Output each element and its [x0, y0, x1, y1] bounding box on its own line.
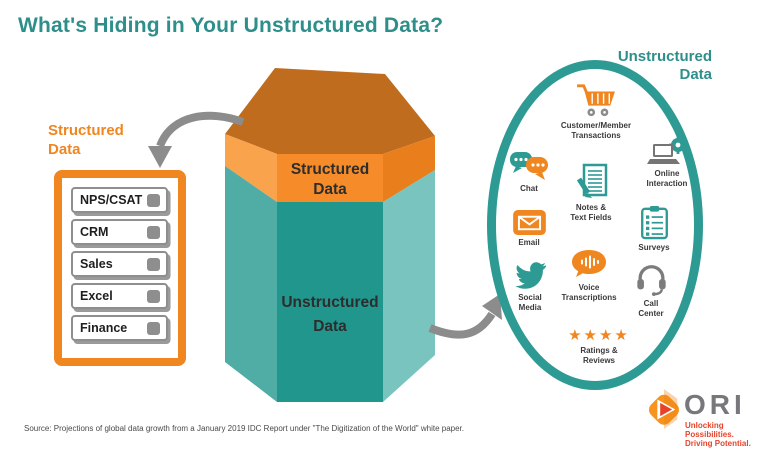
source-label: Customer/Member Transactions: [560, 121, 632, 140]
source-label: Voice Transcriptions: [561, 283, 617, 302]
arrow-to-unstructured-oval: [428, 311, 496, 339]
hexagon-teal-front-face: [277, 202, 383, 402]
source-label: Online Interaction: [646, 169, 688, 188]
table-row: Sales: [71, 251, 168, 277]
table-row: Excel: [71, 283, 168, 309]
ori-tagline-line2: Driving Potential.: [685, 439, 751, 449]
source-item: Email: [494, 210, 564, 248]
ori-tagline: Unlocking Possibilities. Driving Potenti…: [685, 421, 768, 449]
source-item: Notes & Text Fields: [551, 163, 631, 222]
row-handle-icon: [147, 225, 160, 239]
source-item: Chat: [489, 150, 569, 194]
row-handle-icon: [147, 321, 160, 335]
stars-icon: ★★★★: [568, 327, 630, 344]
source-item: Online Interaction: [626, 136, 708, 188]
table-row: Finance: [71, 315, 168, 341]
voice-bubble-icon: [572, 250, 606, 277]
ori-tagline-line1: Unlocking Possibilities.: [685, 421, 734, 440]
source-item: Customer/Member Transactions: [550, 82, 642, 140]
chat-icon: [510, 152, 548, 180]
row-label: NPS/CSAT: [80, 193, 143, 207]
structured-data-label: Structured Data: [48, 122, 124, 160]
ori-logo-text: ORI: [684, 389, 746, 420]
hexagon-teal-right-face: [383, 170, 435, 402]
row-handle-icon: [147, 289, 160, 303]
structured-data-label-line1: Structured: [48, 122, 124, 139]
source-label: Notes & Text Fields: [570, 203, 612, 222]
unstructured-data-label-line1: Unstructured: [617, 48, 712, 65]
source-label: Social Media: [518, 293, 542, 312]
source-item: Social Media: [495, 262, 565, 312]
surveys-icon: [640, 206, 668, 240]
source-label: Ratings & Reviews: [580, 346, 618, 365]
source-label: Email: [518, 238, 540, 247]
table-row: NPS/CSAT: [71, 187, 168, 213]
row-handle-icon: [147, 193, 160, 207]
source-item: ★★★★ Ratings & Reviews: [557, 328, 641, 365]
page-title: What's Hiding in Your Unstructured Data?: [18, 14, 444, 37]
email-icon: [512, 210, 546, 235]
hexagon-structured-label-line1: Structured: [291, 161, 369, 178]
row-handle-icon: [147, 257, 160, 271]
cart-icon: [577, 84, 615, 117]
hexagon-structured-label-line2: Data: [313, 181, 347, 198]
source-label: Chat: [520, 184, 538, 193]
structured-data-box: NPS/CSAT CRM Sales Excel Finance: [54, 170, 186, 366]
table-row: CRM: [71, 219, 168, 245]
laptop-icon: [647, 136, 687, 164]
unstructured-data-label-line2: Data: [679, 66, 712, 83]
row-label: Finance: [80, 321, 128, 335]
hexagon-prism: Structured Data Unstructured Data: [225, 68, 435, 402]
twitter-bird-icon: [515, 262, 546, 289]
headset-icon: [636, 265, 666, 296]
source-footnote: Source: Projections of global data growt…: [24, 424, 464, 433]
hexagon-unstructured-label-line1: Unstructured: [281, 294, 378, 311]
unstructured-data-oval: [487, 60, 703, 390]
row-label: Excel: [80, 289, 113, 303]
structured-data-label-line2: Data: [48, 140, 81, 158]
source-label: Surveys: [638, 243, 670, 252]
hexagon-unstructured-label-line2: Data: [313, 318, 347, 335]
hexagon-teal-left-face: [225, 166, 277, 402]
source-item: Voice Transcriptions: [549, 249, 629, 302]
source-item: Call Center: [619, 262, 683, 318]
unstructured-data-label: Unstructured Data: [600, 48, 712, 84]
arrowhead-down-icon: [148, 146, 172, 168]
hexagon-top-face: [225, 68, 435, 154]
row-label: CRM: [80, 225, 109, 239]
hexagon-orange-left-face: [225, 134, 277, 202]
hexagon-orange-right-face: [383, 136, 435, 202]
source-item: Surveys: [619, 206, 689, 253]
ori-logo-icon: [649, 389, 679, 429]
source-label: Call Center: [638, 299, 664, 318]
hexagon-orange-front-face: [277, 154, 383, 202]
notes-icon: [576, 163, 608, 198]
row-label: Sales: [80, 257, 113, 271]
